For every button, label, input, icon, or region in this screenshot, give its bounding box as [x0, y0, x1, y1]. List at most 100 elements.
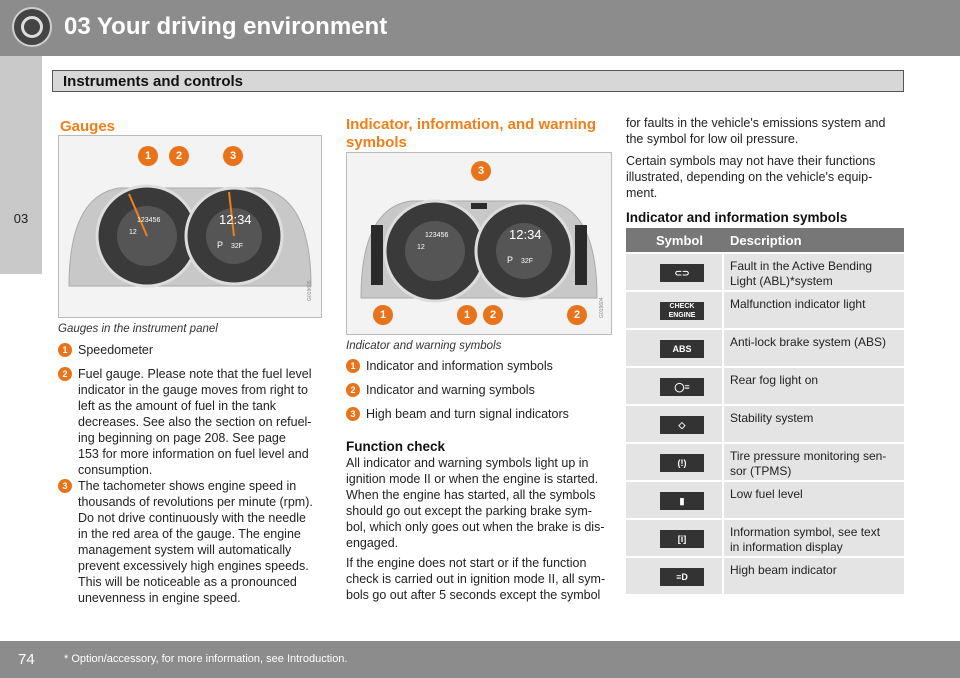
- gear-readout: P: [217, 240, 223, 250]
- text-line: When the engine has started, all the sym…: [346, 488, 596, 502]
- tire-pressure-icon: (!): [660, 454, 704, 472]
- text-line: management system will automatically: [78, 543, 292, 557]
- column-header-description: Description: [730, 233, 802, 248]
- text-line: Tire pressure monitoring sen-: [730, 449, 887, 463]
- number-badge: 1: [346, 359, 360, 373]
- text-line: High beam and turn signal indicators: [366, 407, 569, 421]
- odometer-readout: 123456: [425, 232, 448, 239]
- indicator-callout-1b: 1: [457, 305, 477, 325]
- text-line: The tachometer shows engine speed in: [78, 479, 297, 493]
- text-line: the symbol for low oil pressure.: [626, 132, 799, 146]
- gauge-callout-3: 3: [223, 146, 243, 166]
- trip-readout: 12: [417, 244, 425, 251]
- indicator-callout-1a: 1: [373, 305, 393, 325]
- text-line: Malfunction indicator light: [730, 297, 866, 311]
- text-line: indicator in the gauge moves from right …: [78, 383, 308, 397]
- emissions-paragraph: for faults in the vehicle's emissions sy…: [626, 115, 910, 147]
- page-header: 03 Your driving environment: [0, 0, 960, 56]
- clock-readout: 12:34: [509, 227, 542, 242]
- table-row: ◯≡ Rear fog light on: [626, 366, 904, 404]
- chapter-tab: [0, 56, 42, 274]
- text-line: illustrated, depending on the vehicle's …: [626, 170, 873, 184]
- text-line: Stability system: [730, 411, 814, 425]
- heading-line: symbols: [346, 134, 407, 151]
- text-line: Certain symbols may not have their funct…: [626, 154, 876, 168]
- indicators-figure: 123456 12 12:34 P 32F G019604 3 1 1 2 2: [346, 152, 612, 335]
- text-line: prevent excessively high engines speeds.: [78, 559, 309, 573]
- indicators-heading: Indicator, information, and warning symb…: [346, 116, 596, 152]
- text-line: This will be noticeable as a pronounced: [78, 575, 297, 589]
- warning-cluster-illustration: 123456 12 12:34 P 32F G019604: [347, 153, 611, 334]
- table-row: ABS Anti-lock brake system (ABS): [626, 328, 904, 366]
- number-badge: 3: [58, 479, 72, 493]
- temp-readout: 32F: [521, 258, 533, 265]
- text-line: in information display: [730, 540, 843, 554]
- text-line: ignition mode II or when the engine is s…: [346, 472, 599, 486]
- text-line: unevenness in engine speed.: [78, 591, 241, 605]
- function-check-heading: Function check: [346, 439, 446, 454]
- text-line: check is carried out in ignition mode II…: [346, 572, 606, 586]
- text-line: Anti-lock brake system (ABS): [730, 335, 887, 349]
- text-line: Fault in the Active Bending: [730, 259, 873, 273]
- text-line: Indicator and warning symbols: [366, 383, 535, 397]
- table-row: ▮ Low fuel level: [626, 480, 904, 518]
- text-line: bols go out after 5 seconds except the s…: [346, 588, 601, 602]
- indicator-callout-3: 3: [471, 161, 491, 181]
- abs-icon: ABS: [660, 340, 704, 358]
- number-badge: 3: [346, 407, 360, 421]
- function-check-para2: If the engine does not start or if the f…: [346, 555, 616, 603]
- text-line: Rear fog light on: [730, 373, 819, 387]
- volvo-logo-icon: [12, 7, 52, 47]
- table-row: CHECK ENGINE Malfunction indicator light: [626, 290, 904, 328]
- table-header: Symbol Description: [626, 228, 904, 252]
- gauges-figure: 123456 12 12:34 P 32F G019605 1 2 3: [58, 135, 322, 318]
- stability-system-icon: ◇: [660, 416, 704, 434]
- chapter-title: 03 Your driving environment: [64, 13, 388, 40]
- instrument-cluster-illustration: 123456 12 12:34 P 32F G019605: [59, 136, 321, 317]
- section-title-bar: Instruments and controls: [52, 70, 904, 92]
- section-title: Instruments and controls: [63, 73, 244, 90]
- page-footer: 74 * Option/accessory, for more informat…: [0, 641, 960, 678]
- function-check-para1: All indicator and warning symbols light …: [346, 455, 616, 551]
- text-line: thousands of revolutions per minute (rpm…: [78, 495, 313, 509]
- text-line: sor (TPMS): [730, 464, 792, 478]
- text-line: Information symbol, see text: [730, 525, 881, 539]
- temp-readout: 32F: [231, 243, 243, 250]
- figure-code: G019605: [307, 280, 313, 301]
- text-line: If the engine does not start or if the f…: [346, 556, 587, 570]
- text-line: All indicator and warning symbols light …: [346, 456, 589, 470]
- heading-line: Indicator, information, and warning: [346, 116, 597, 133]
- clock-readout: 12:34: [219, 212, 252, 227]
- high-beam-icon: ≡D: [660, 568, 704, 586]
- number-badge: 2: [346, 383, 360, 397]
- check-engine-icon: CHECK ENGINE: [660, 302, 704, 320]
- text-line: engaged.: [346, 536, 399, 550]
- odometer-readout: 123456: [137, 217, 160, 224]
- indicator-callout-2a: 2: [483, 305, 503, 325]
- footnote: * Option/accessory, for more information…: [64, 653, 348, 665]
- indicators-caption: Indicator and warning symbols: [346, 340, 502, 352]
- text-line: High beam indicator: [730, 563, 837, 577]
- table-row: ◇ Stability system: [626, 404, 904, 442]
- text-line: in the red area of the gauge. The engine: [78, 527, 301, 541]
- text-line: 153 for more information on fuel level a…: [78, 447, 309, 461]
- symbols-table: Symbol Description ⊂⊃ Fault in the Activ…: [626, 228, 904, 594]
- text-line: Low fuel level: [730, 487, 803, 501]
- gauge-callout-1: 1: [138, 146, 158, 166]
- abl-icon: ⊂⊃: [660, 264, 704, 282]
- gauge-callout-2: 2: [169, 146, 189, 166]
- text-line: bol, which only goes out when the brake …: [346, 520, 605, 534]
- text-line: ment.: [626, 186, 658, 200]
- table-row: (!) Tire pressure monitoring sen-sor (TP…: [626, 442, 904, 480]
- text-line: left as the amount of fuel in the tank: [78, 399, 277, 413]
- text-line: Fuel gauge. Please note that the fuel le…: [78, 367, 312, 381]
- text-line: consumption.: [78, 463, 153, 477]
- gauges-heading: Gauges: [60, 118, 116, 135]
- text-line: Indicator and information symbols: [366, 359, 553, 373]
- low-fuel-icon: ▮: [660, 492, 704, 510]
- text-line: for faults in the vehicle's emissions sy…: [626, 116, 886, 130]
- figure-code: G019604: [599, 297, 605, 318]
- rear-fog-light-icon: ◯≡: [660, 378, 704, 396]
- number-badge: 1: [58, 343, 72, 357]
